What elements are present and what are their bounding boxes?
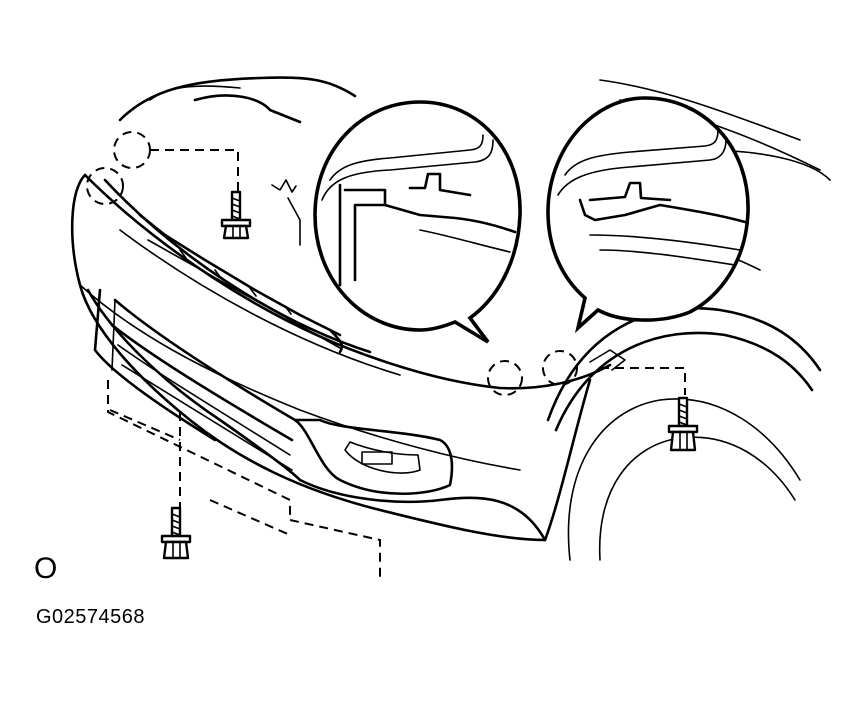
bumper-retainer-strip	[138, 213, 344, 354]
detail-callout-left	[313, 100, 522, 344]
clip-location-circle	[113, 131, 151, 169]
detail-callout-right	[546, 96, 750, 334]
lower-grille	[93, 288, 297, 471]
fog-lamp-opening	[293, 418, 454, 495]
clip-location-circle	[487, 360, 523, 396]
wheel-arch	[546, 306, 822, 561]
front-marker: O	[34, 552, 58, 585]
fastener-tab	[271, 179, 626, 371]
alignment-guides	[107, 149, 686, 578]
bolt-bottom-left	[160, 506, 192, 560]
front-bumper-cover	[70, 173, 612, 542]
bolt-right	[667, 396, 699, 452]
clip-location-circle	[86, 167, 124, 205]
figure-code: G02574568	[36, 606, 146, 628]
bolt-top	[220, 190, 252, 240]
clip-location-circle	[542, 350, 578, 386]
clip-location-circles	[86, 131, 578, 396]
